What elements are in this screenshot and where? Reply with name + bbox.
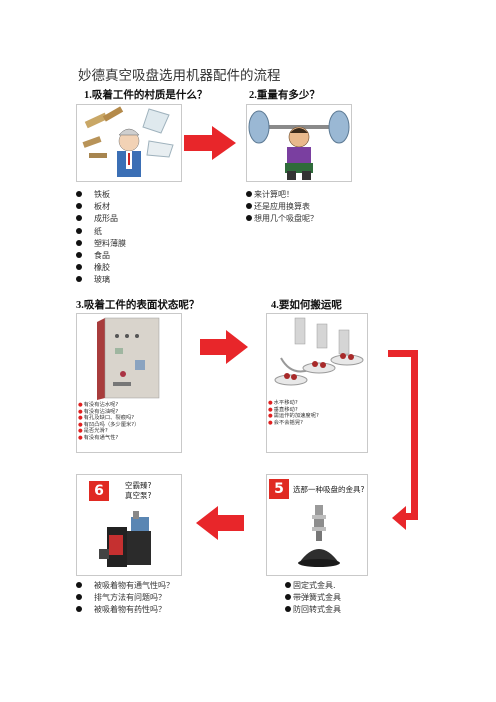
list-item: 是否光滑? <box>78 428 139 435</box>
bullet-icon <box>285 606 291 613</box>
step-6-line-1: 空霸臻? <box>125 481 152 490</box>
transport-checklist: 水平移动? 垂直移动? 需运作的加速度呢? 会不会摇晃? <box>268 400 319 426</box>
list-item: 有凹凸吗（多少厘米?） <box>78 422 140 429</box>
list-item: 需运作的加速度呢? <box>268 413 319 420</box>
list-item: 会不会摇晃? <box>268 420 319 427</box>
list-item: 垂直移动? <box>268 407 319 414</box>
list-item: 有孔及缺口、裂痕吗? <box>78 415 139 422</box>
list-item: 玻璃 <box>76 274 126 286</box>
bullet-icon <box>76 276 82 283</box>
bullet-icon <box>76 215 82 222</box>
bullet-icon <box>76 582 82 588</box>
step-5-panel: 5 选那一种吸盘的金具? <box>266 474 368 576</box>
bullet-icon <box>285 594 291 601</box>
step-6-line-2: 真空泵? <box>125 491 152 500</box>
list-item: 板材 <box>76 201 126 213</box>
list-item: 纸 <box>76 226 126 238</box>
list-item: 铁板 <box>76 189 126 201</box>
bullet-icon <box>76 227 82 234</box>
surface-panel: 有没有沾水呢? 有没有沾油呢? 有孔及缺口、裂痕吗? 有凹凸吗（多少厘米?） 是… <box>76 313 182 453</box>
transport-figure <box>274 317 364 386</box>
materials-illustration <box>76 104 182 182</box>
question-4-heading: 4.要如何搬运呢 <box>271 300 342 311</box>
list-item: 防回转式金具 <box>285 604 341 616</box>
arrow-right-2 <box>200 330 248 364</box>
list-item: 想用几个吸盘呢？ <box>246 213 318 225</box>
list-item: 塑料薄膜 <box>76 238 126 250</box>
page-title: 妙德真空吸盘选用机器配件的流程 <box>78 68 281 84</box>
list-item: 被吸着物有通气性吗？ <box>76 580 174 592</box>
vacuum-unit-figure <box>99 511 151 567</box>
surface-checklist: 有没有沾水呢? 有没有沾油呢? 有孔及缺口、裂痕吗? 有凹凸吗（多少厘米?） 是… <box>78 402 140 442</box>
question-1-heading: 1.吸着工件的村质是什么？ <box>84 90 208 101</box>
list-item: 有没有沾油呢? <box>78 409 139 416</box>
weightlifter-illustration <box>246 104 352 182</box>
bullet-icon <box>76 606 82 613</box>
bullet-icon <box>246 203 252 210</box>
bullet-icon <box>76 594 82 601</box>
list-item: 成形品 <box>76 213 126 225</box>
list-item: 食品 <box>76 250 126 262</box>
arrow-left-3 <box>196 506 244 540</box>
list-item: 被吸着物有药性吗？ <box>76 604 174 616</box>
step-6-badge: 6 <box>89 481 109 501</box>
bullet-icon <box>76 264 82 271</box>
list-item: 有没有通气性? <box>78 435 139 442</box>
question-2-heading: 2.重量有多少？ <box>249 90 320 101</box>
weightlifter-figure <box>248 110 350 180</box>
list-item: 水平移动? <box>268 400 319 407</box>
step-6-panel: 6 空霸臻? 真空泵? <box>76 474 182 576</box>
weight-notes-list: 来计算吧！ 还是应用换算表 想用几个吸盘呢？ <box>246 189 318 226</box>
materials-figure <box>82 106 174 177</box>
step-6-questions-list: 被吸着物有通气性吗？ 排气方法有问题吗？ 被吸着物有药性吗？ <box>76 580 174 617</box>
list-item: 有没有沾水呢? <box>78 402 139 409</box>
question-3-heading: 3.吸着工件的表面状态呢？ <box>76 300 200 311</box>
bullet-icon <box>246 215 252 222</box>
transport-panel: 水平移动? 垂直移动? 需运作的加速度呢? 会不会摇晃? <box>266 313 368 453</box>
materials-list: 铁板 板材 成形品 纸 塑料薄膜 食品 橡胶 玻璃 <box>76 189 126 287</box>
list-item: 橡胶 <box>76 262 126 274</box>
bullet-icon <box>76 239 82 246</box>
bullet-icon <box>76 252 82 259</box>
step-5-text: 选那一种吸盘的金具? <box>293 485 365 494</box>
list-item: 固定式金具. <box>285 580 341 592</box>
arrow-down-connector <box>388 350 418 530</box>
list-item: 来计算吧！ <box>246 189 318 201</box>
step-5-badge: 5 <box>269 479 289 499</box>
list-item: 排气方法有问题吗？ <box>76 592 174 604</box>
bullet-icon <box>76 191 82 197</box>
arrow-right-1 <box>184 126 236 160</box>
fitting-types-list: 固定式金具. 带弹簧式金具 防回转式金具 <box>285 580 341 617</box>
list-item: 还是应用换算表 <box>246 201 318 213</box>
surface-figure <box>97 317 160 400</box>
bullet-icon <box>285 582 291 588</box>
suction-cup-figure <box>298 505 340 567</box>
list-item: 带弹簧式金具 <box>285 592 341 604</box>
bullet-icon <box>76 203 82 210</box>
bullet-icon <box>246 191 252 197</box>
